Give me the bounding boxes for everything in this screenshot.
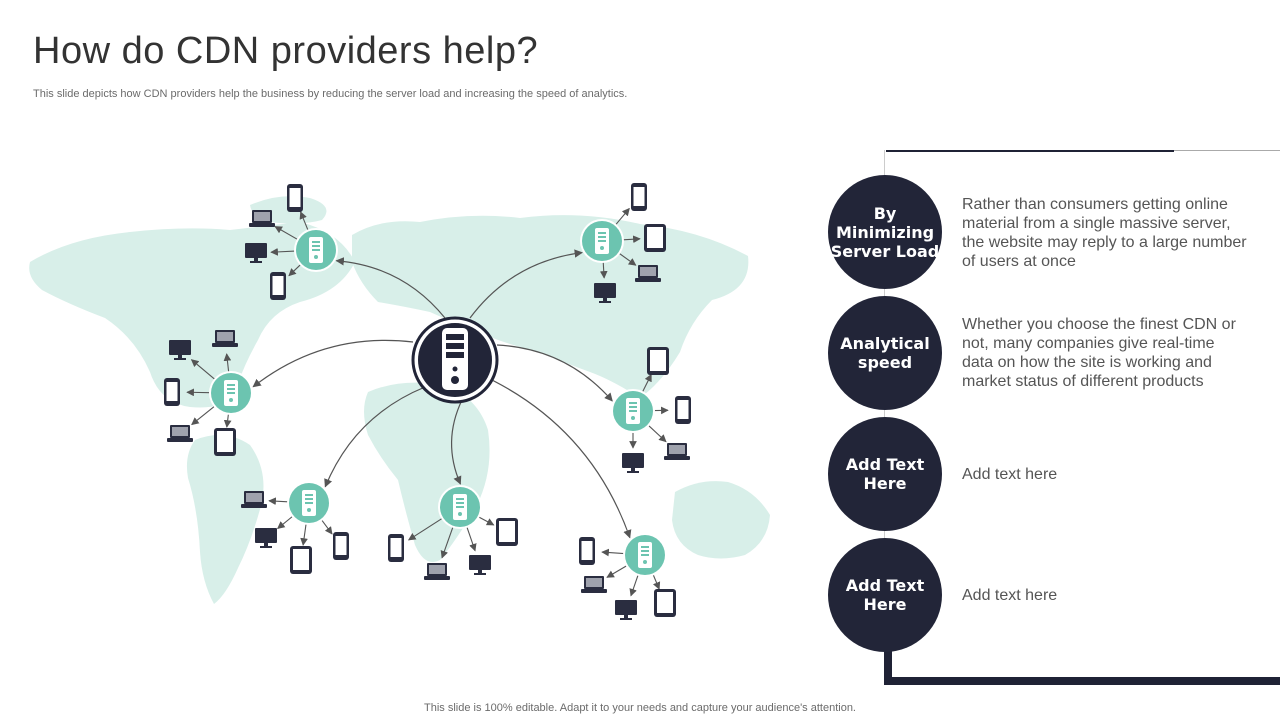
connector-arrow	[491, 379, 632, 539]
device-arrow	[268, 497, 289, 506]
smartphone-icon	[287, 184, 303, 212]
connector-arrow	[469, 249, 583, 319]
connector-arrow	[496, 344, 613, 402]
server-icon	[224, 380, 238, 406]
device-arrow	[615, 207, 630, 226]
device-arrow	[190, 359, 216, 380]
laptop-icon	[167, 425, 193, 442]
device-arrow	[466, 526, 477, 552]
desktop-icon	[255, 528, 277, 548]
central-server	[411, 316, 499, 404]
cdn-node-3	[164, 330, 253, 456]
device-arrow	[601, 548, 625, 557]
laptop-icon	[581, 576, 607, 593]
smartphone-icon	[333, 532, 349, 560]
text-analytical-speed: Whether you choose the finest CDN or not…	[962, 316, 1236, 390]
badge-add-text-3: Add Text Here	[828, 417, 942, 531]
desktop-icon	[615, 600, 637, 620]
device-arrow	[478, 516, 495, 526]
page-subtitle: This slide depicts how CDN providers hel…	[33, 88, 628, 100]
smartphone-icon	[675, 396, 691, 424]
server-icon	[626, 398, 640, 424]
device-arrow	[606, 565, 628, 578]
device-arrow	[629, 574, 639, 597]
connector-arrow	[324, 386, 426, 488]
footer-note: This slide is 100% editable. Adapt it to…	[424, 702, 856, 714]
device-arrow	[299, 211, 309, 231]
device-arrow	[321, 519, 333, 535]
page-title: How do CDN providers help?	[33, 30, 539, 72]
server-icon	[302, 490, 316, 516]
tablet-icon	[644, 224, 666, 252]
text-add-text-4: Add text here	[962, 587, 1058, 604]
cdn-network-diagram	[29, 183, 770, 620]
smartphone-icon	[388, 534, 404, 562]
connector-arrow	[450, 399, 463, 485]
smartphone-icon	[579, 537, 595, 565]
badge-minimizing-server-load: By Minimizing Server Load	[828, 175, 942, 289]
smartphone-icon	[270, 272, 286, 300]
server-icon	[638, 542, 652, 568]
device-arrow	[191, 405, 215, 426]
device-arrow	[277, 515, 294, 530]
device-arrow	[223, 353, 232, 373]
tablet-icon	[496, 518, 518, 546]
tablet-icon	[214, 428, 236, 456]
device-arrow	[641, 373, 652, 393]
cdn-node-5	[241, 481, 349, 574]
laptop-icon	[424, 563, 450, 580]
tablet-icon	[654, 589, 676, 617]
server-nodes	[164, 183, 691, 620]
device-arrow	[274, 225, 299, 241]
tablet-icon	[290, 546, 312, 574]
desktop-icon	[594, 283, 616, 303]
laptop-icon	[664, 443, 690, 460]
desktop-icon	[245, 243, 267, 263]
device-arrow	[288, 264, 302, 277]
server-tower-icon	[442, 328, 468, 390]
laptop-icon	[249, 210, 275, 227]
smartphone-icon	[164, 378, 180, 406]
smartphone-icon	[631, 183, 647, 211]
desktop-icon	[469, 555, 491, 575]
server-icon	[453, 494, 467, 520]
device-arrow	[618, 252, 637, 266]
connector-arrow	[335, 257, 446, 319]
desktop-icon	[622, 453, 644, 473]
device-arrow	[223, 413, 232, 428]
badge-add-text-4: Add Text Here	[828, 538, 942, 652]
tablet-icon	[647, 347, 669, 375]
laptop-icon	[635, 265, 661, 282]
text-add-text-3: Add text here	[962, 466, 1058, 483]
server-icon	[595, 228, 609, 254]
laptop-icon	[212, 330, 238, 347]
desktop-icon	[169, 340, 191, 360]
device-arrow	[652, 574, 661, 590]
connectors	[252, 249, 632, 539]
cdn-node-4	[611, 347, 691, 473]
device-arrow	[599, 261, 608, 279]
device-arrow	[440, 526, 454, 559]
badge-analytical-speed: Analytical speed	[828, 296, 942, 410]
text-minimizing-server-load: Rather than consumers getting online mat…	[962, 196, 1247, 270]
server-icon	[309, 237, 323, 263]
device-arrow	[270, 248, 296, 256]
connector-arrow	[252, 339, 414, 388]
device-arrow	[647, 424, 667, 443]
cdn-node-7	[579, 533, 676, 620]
cdn-node-1	[245, 184, 338, 300]
device-arrow	[300, 523, 308, 546]
device-arrow	[622, 235, 641, 244]
cdn-node-6	[388, 485, 518, 580]
device-arrow	[407, 517, 443, 541]
laptop-icon	[241, 491, 267, 508]
cdn-node-2	[580, 183, 666, 303]
